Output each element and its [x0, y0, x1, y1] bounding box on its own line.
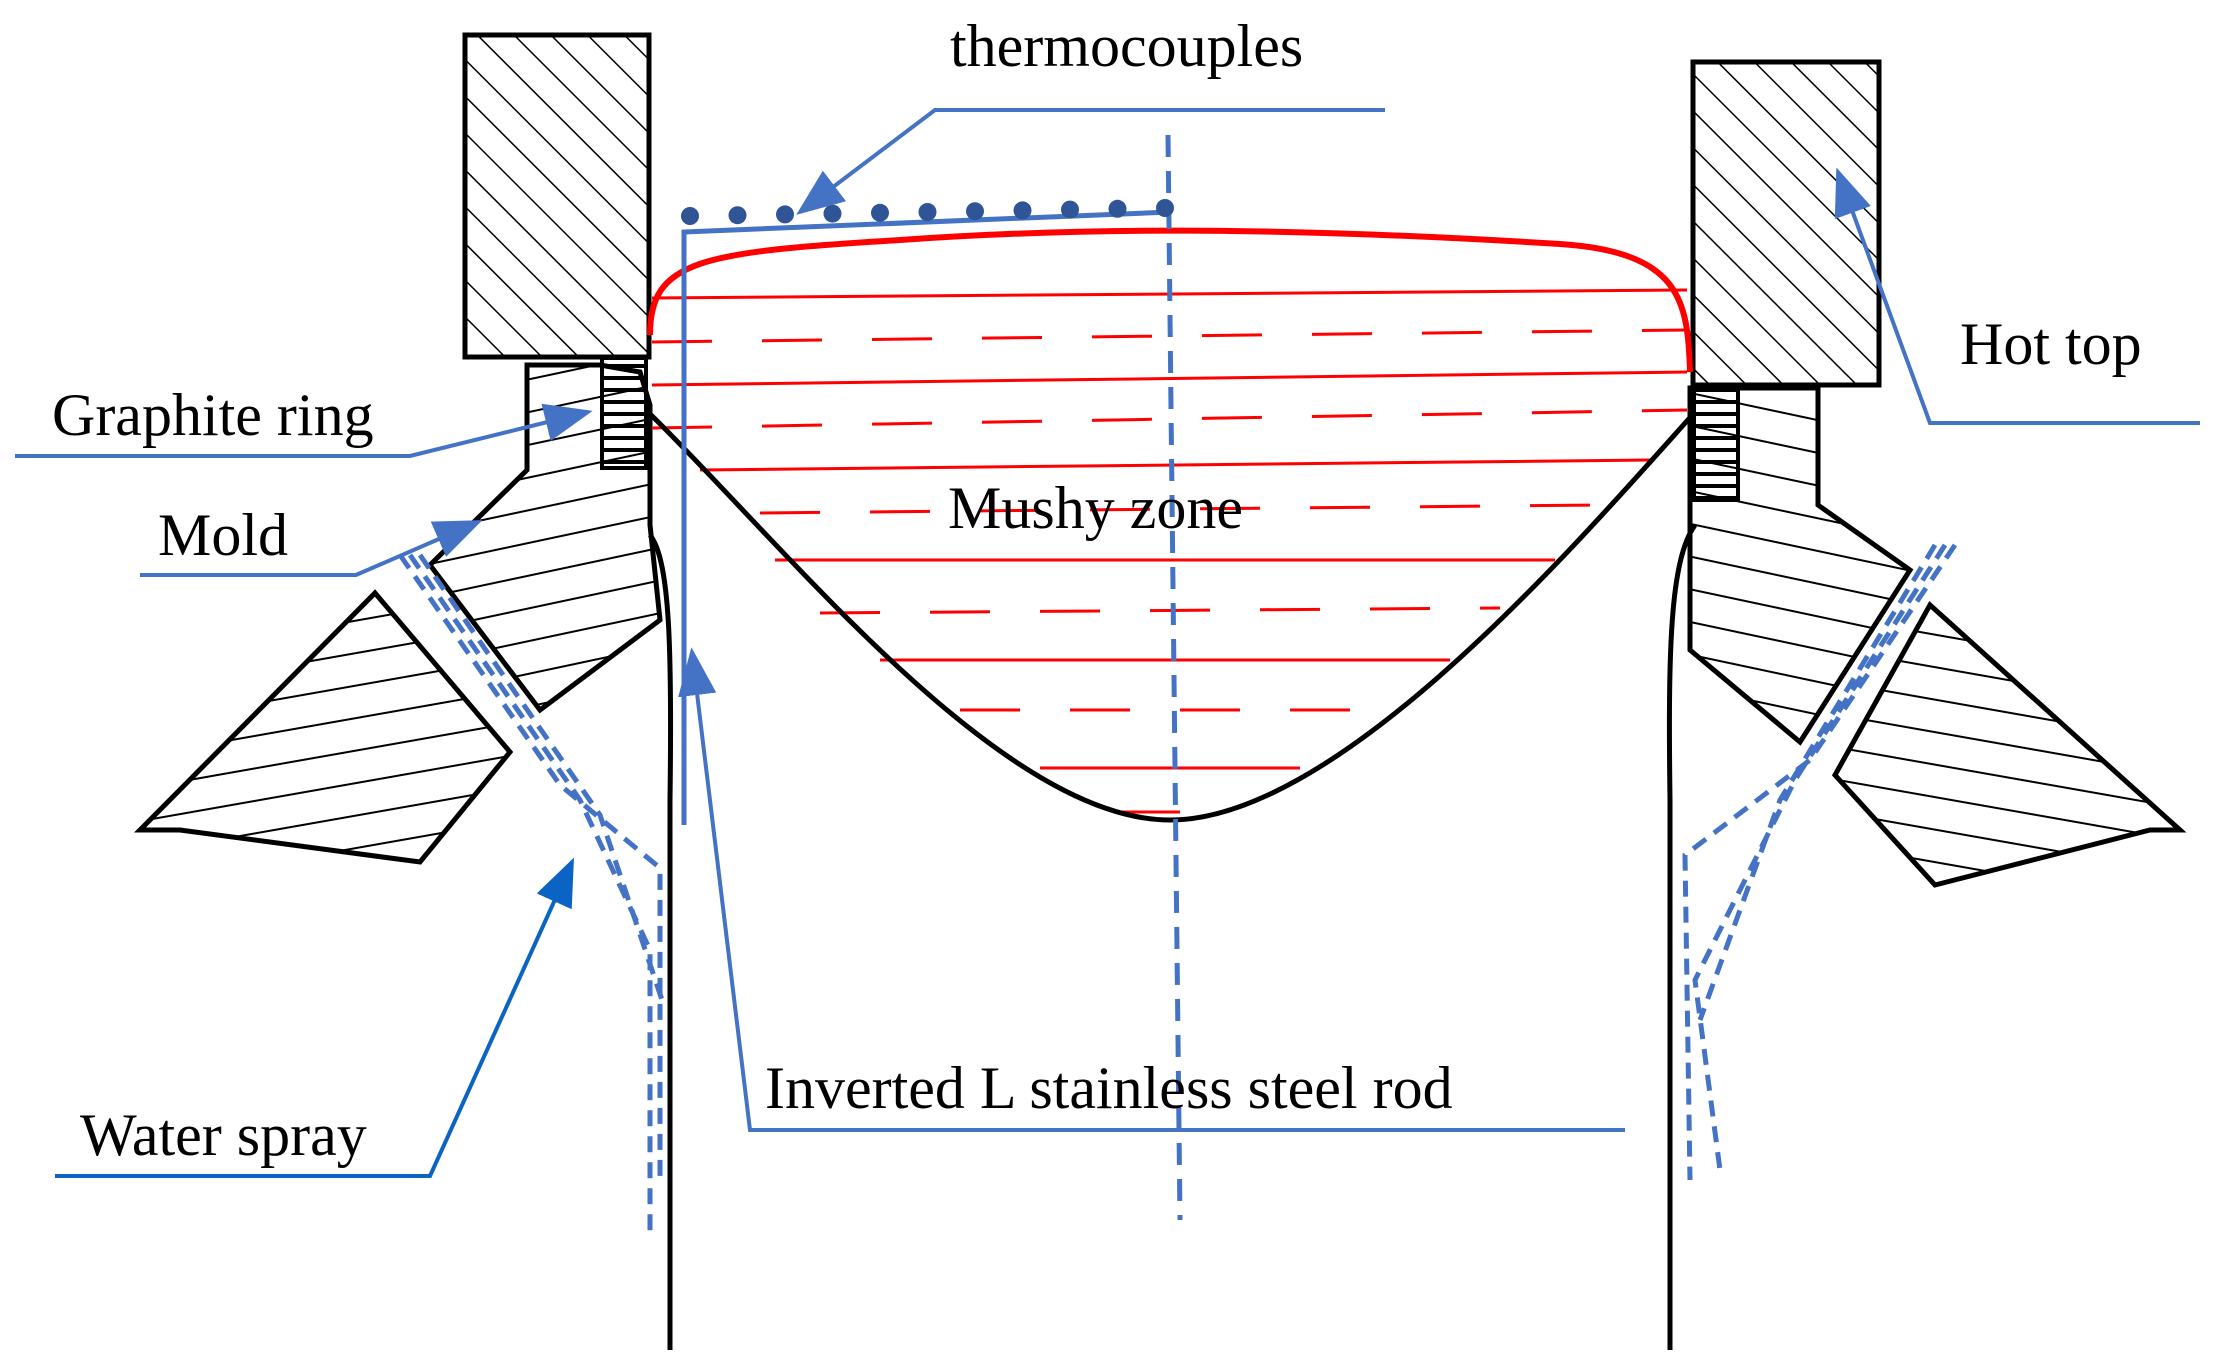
water-spray-left — [397, 553, 665, 1240]
thermocouple-dot — [871, 203, 889, 222]
water-spray-right — [1682, 543, 1958, 1181]
label-water-spray: Water spray — [80, 1102, 367, 1168]
label-thermocouples: thermocouples — [950, 13, 1303, 79]
ingot-wall-right — [1666, 523, 1698, 1350]
leader-lines — [15, 108, 2200, 1178]
thermocouple-dot — [1013, 201, 1032, 220]
solidification-front — [646, 410, 1697, 823]
graphite-ring-left — [600, 356, 648, 470]
label-hot-top: Hot top — [1960, 311, 2142, 377]
label-graphite-ring: Graphite ring — [52, 382, 374, 448]
thermocouple-dot — [823, 204, 842, 223]
thermocouple-dot — [918, 203, 937, 221]
mold-left-wedge — [134, 589, 514, 865]
thermocouple-dot — [1108, 199, 1127, 218]
label-mold: Mold — [158, 502, 288, 568]
melt-surface — [647, 227, 1693, 373]
thermocouple-dot — [966, 202, 984, 221]
hot-top-left — [462, 32, 652, 360]
centerline — [1165, 134, 1183, 1221]
thermocouple-dot — [681, 207, 699, 225]
thermocouple-dot — [1156, 199, 1174, 217]
stainless-steel-rod — [681, 209, 1171, 825]
label-mushy-zone: Mushy zone — [948, 475, 1243, 541]
graphite-ring-right — [1692, 388, 1740, 502]
thermocouple-dot — [728, 206, 747, 225]
mold-right-upper — [1687, 385, 1914, 746]
hot-top-right — [1690, 59, 1882, 388]
thermocouple-dot — [776, 205, 794, 224]
mold-right-wedge — [1831, 601, 2187, 888]
thermocouples-group — [681, 199, 1174, 225]
label-rod: Inverted L stainless steel rod — [765, 1055, 1453, 1121]
ingot-wall-left — [647, 533, 674, 1350]
thermocouple-dot — [1061, 200, 1079, 219]
